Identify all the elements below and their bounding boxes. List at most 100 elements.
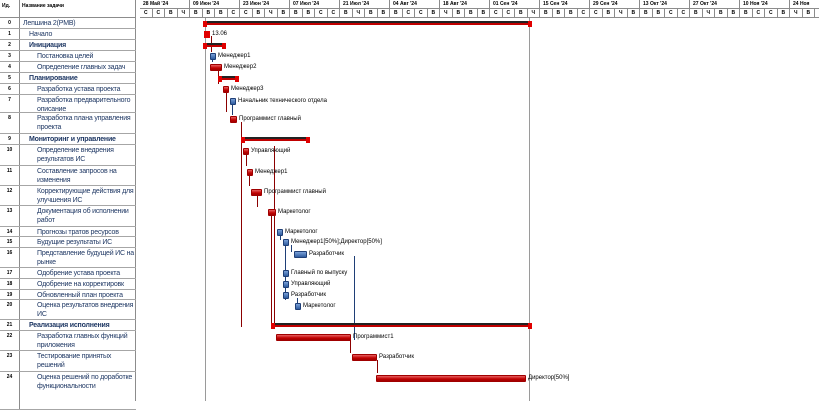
task-name[interactable]: Будущие результаты ИС [37,239,113,246]
timescale-minor-label: В [340,9,353,18]
resource-label: 13.06 [212,31,228,37]
task-name[interactable]: Постановка целей [37,53,94,60]
task-bar[interactable] [230,98,236,105]
task-name[interactable]: Планирование [29,75,78,82]
timescale-minor-label: С [677,9,690,18]
task-bar[interactable] [283,281,289,288]
task-name[interactable]: Лепшина 2(PMB) [23,20,76,27]
resource-label: Маркетолог [303,303,336,309]
task-name[interactable]: Определение внедрения результатов ИС [37,147,114,163]
resource-label: Главный по выпуску [291,270,348,276]
dependency-link [232,101,233,115]
task-bar[interactable] [283,270,289,277]
task-name[interactable]: Разработка предварительного описание [37,97,131,113]
task-name[interactable]: Представление будущей ИС на рынке [37,250,134,266]
task-bar[interactable] [283,292,289,299]
task-bar[interactable] [243,148,249,155]
table-row[interactable]: 7 Разработка предварительного описание [0,95,136,113]
table-row[interactable]: 10 Определение внедрения результатов ИС [0,145,136,166]
task-bar[interactable] [294,251,307,258]
table-row[interactable]: 3 Постановка целей [0,51,136,62]
dependency-link [241,122,242,327]
task-name[interactable]: Инициация [29,42,66,49]
summary-bar[interactable] [203,21,532,27]
task-bar[interactable] [210,53,216,60]
task-name[interactable]: Одобрение на корректировк [37,281,124,288]
column-header-task-name[interactable]: Название задачи [20,0,136,18]
timescale-major-label: 29 Сен '24 [590,0,640,9]
task-name[interactable]: Корректирующие действия для улучшения ИС [37,188,134,204]
table-row[interactable]: 5 Планирование [0,73,136,84]
task-id: 10 [0,145,20,165]
summary-bar[interactable] [203,43,226,49]
timescale-minor-label: В [365,9,378,18]
task-name[interactable]: Мониторинг и управление [29,136,116,143]
task-bar[interactable] [268,209,276,216]
task-id: 3 [0,51,20,61]
task-name[interactable]: Прогнозы тратов ресурсов [37,229,119,236]
task-name[interactable]: Одобрение устава проекта [37,270,120,277]
task-bar[interactable] [295,303,301,310]
task-bar[interactable] [210,64,222,71]
column-header-id[interactable]: Ид. [0,0,20,18]
task-bar[interactable] [352,354,377,361]
milestone-marker[interactable] [204,31,210,38]
timescale-minor-label: С [415,9,428,18]
task-bar[interactable] [283,239,289,246]
task-bar[interactable] [276,334,351,341]
task-bar[interactable] [223,86,229,93]
task-name[interactable]: Начало [29,31,53,38]
task-name[interactable]: Разработка устава проекта [37,86,121,93]
task-name[interactable]: Реализация исполнения [29,322,110,329]
timescale-minor-label: С [327,9,340,18]
timescale-minor-label: В [377,9,390,18]
timescale-minor-label: В [302,9,315,18]
task-name[interactable]: Определение главных задач [37,64,126,71]
summary-bar[interactable] [218,76,239,82]
task-name[interactable]: Разработка главных функций приложения [37,333,128,349]
timescale-minor-label: В [690,9,703,18]
task-name[interactable]: Оценка решений по доработке функциональн… [37,374,133,390]
summary-bar[interactable] [241,137,310,143]
resource-label: Управляющий [291,281,331,287]
task-bar[interactable] [247,169,253,176]
timescale-minor-label: Ч [615,9,628,18]
task-id: 7 [0,95,20,112]
task-bar[interactable] [376,375,526,382]
task-bar[interactable] [277,229,283,236]
resource-label: Разработчик [379,354,414,360]
task-name[interactable]: Тестирование принятых решений [37,353,112,369]
task-id: 5 [0,73,20,83]
task-bar[interactable] [230,116,237,123]
summary-bar[interactable] [271,323,532,329]
task-name[interactable]: Обновленный план проекта [37,292,123,299]
task-name[interactable]: Документация об исполнении работ [37,208,129,224]
task-name[interactable]: Составление запросов на изменения [37,168,117,184]
timescale-minor-label: Ч [352,9,365,18]
task-name[interactable]: Оценка результатов внедрения ИС [37,302,134,318]
resource-label: Маркетолог [278,209,311,215]
task-bar[interactable] [251,189,262,196]
task-name[interactable]: Разработка плана управления проекта [37,115,131,131]
